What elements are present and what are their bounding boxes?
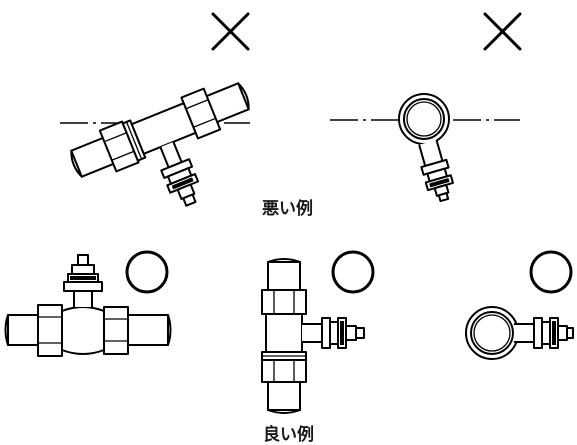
good-example-vertical <box>261 258 365 414</box>
good-example-stem-up <box>4 254 172 357</box>
bad-example-tilted-section <box>330 93 520 203</box>
circle-mark-icon <box>529 250 573 294</box>
good-example-section <box>465 306 574 360</box>
bad-example-caption: 悪い例 <box>262 199 313 219</box>
cross-mark-icon <box>211 12 250 51</box>
circle-mark-icon <box>125 250 169 294</box>
good-example-caption: 良い例 <box>263 425 314 445</box>
bad-example-tilted-valve <box>60 82 250 207</box>
cross-mark-icon <box>483 12 522 51</box>
circle-mark-icon <box>331 250 375 294</box>
